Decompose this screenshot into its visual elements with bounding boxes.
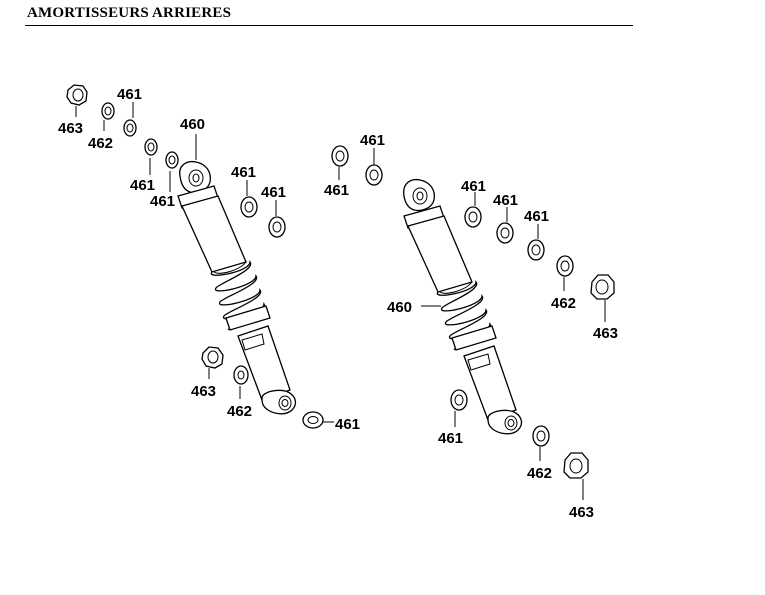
left-top-nut [66, 84, 88, 106]
left-bushing-washer-461-a [240, 196, 258, 218]
left-callout-462-bottom: 462 [227, 403, 252, 420]
left-callout-461-d: 461 [231, 164, 256, 181]
right-washer-461-e [527, 239, 545, 261]
right-callout-461-c: 461 [461, 178, 486, 195]
right-callout-462-upper: 462 [551, 295, 576, 312]
left-shock-absorber [177, 160, 297, 415]
right-callout-463-bottom: 463 [569, 504, 594, 521]
left-callout-461-top: 461 [117, 86, 142, 103]
left-bottom-right-washer-461 [302, 411, 324, 429]
right-callout-462-bottom: 462 [527, 465, 552, 482]
right-top-washer-461-b [365, 164, 383, 186]
right-assembly: 461 461 460 [324, 132, 618, 521]
left-bottom-nut [201, 346, 224, 369]
left-washer-461-b [144, 138, 158, 156]
right-callout-461-top-a: 461 [324, 182, 349, 199]
right-washer-461-c [464, 206, 482, 228]
right-callout-461-top-b: 461 [360, 132, 385, 149]
left-callout-461-e: 461 [261, 184, 286, 201]
left-callout-463-top: 463 [58, 120, 83, 137]
right-bottom-nut-463 [563, 452, 589, 479]
left-callout-462-top: 462 [88, 135, 113, 152]
page-title: AMORTISSEURS ARRIERES [27, 5, 232, 21]
title-underline [25, 25, 633, 26]
left-callout-460: 460 [180, 116, 205, 133]
right-top-washer-461-a [331, 145, 349, 167]
left-top-washer-462 [101, 102, 115, 120]
left-washer-461-c [165, 151, 179, 169]
right-callout-461-lower: 461 [438, 430, 463, 447]
right-bottom-washer-462 [532, 425, 550, 447]
left-callout-461-b: 461 [130, 177, 155, 194]
left-assembly: 463 462 461 461 461 [58, 84, 360, 433]
left-callout-463-bottom: 463 [191, 383, 216, 400]
left-bottom-washer-462 [233, 365, 249, 385]
right-callout-460: 460 [387, 299, 412, 316]
right-nut-463-upper [590, 274, 615, 300]
left-bushing-washer-461-b [268, 216, 286, 238]
right-callout-461-e: 461 [524, 208, 549, 225]
right-callout-461-d: 461 [493, 192, 518, 209]
right-washer-461-d [496, 222, 514, 244]
right-shock-absorber [403, 178, 523, 435]
right-lower-washer-461 [450, 389, 468, 411]
right-callout-463-upper: 463 [593, 325, 618, 342]
left-top-washer-461-a [123, 119, 137, 137]
left-callout-461-c: 461 [150, 193, 175, 210]
left-callout-461-f: 461 [335, 416, 360, 433]
right-washer-462 [556, 255, 574, 277]
